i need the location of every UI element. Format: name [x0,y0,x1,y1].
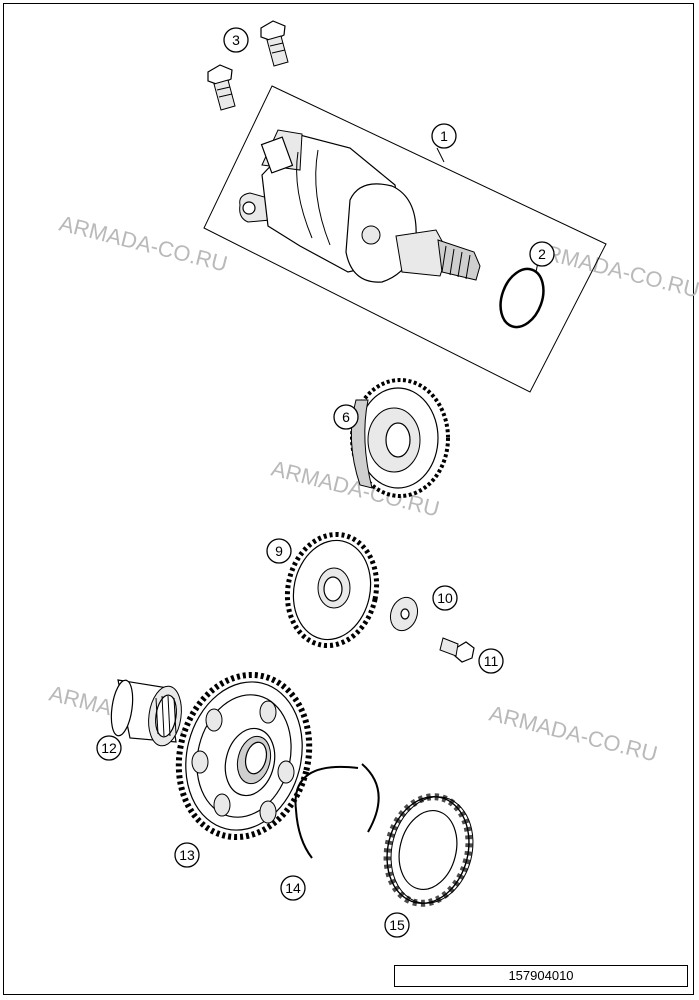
intermediate-gear-part-6 [350,378,450,498]
svg-text:15: 15 [389,917,405,933]
sprag-clutch-part-15 [383,793,474,907]
callout-1: 1 [431,123,457,149]
freewheel-gear-part-13 [175,671,313,841]
callout-14: 14 [280,875,306,901]
leader-line [436,147,445,163]
starter-motor-frame [203,85,607,393]
svg-text:11: 11 [484,653,499,669]
diagram-number: 157904010 [394,965,688,987]
svg-text:2: 2 [538,246,546,262]
snap-ring-part-14 [294,763,380,859]
bolt-part-3b [207,64,236,111]
callout-6: 6 [333,404,359,430]
svg-text:6: 6 [342,409,350,425]
callout-9: 9 [266,538,292,564]
starter-motor-part-1 [239,129,481,283]
callout-15: 15 [384,912,410,938]
callout-3: 3 [223,27,249,53]
watermark: ARMADA-CO.RU [487,701,660,767]
drawing-frame [3,3,694,995]
svg-text:1: 1 [440,128,448,144]
callout-10: 10 [432,585,458,611]
bolt-part-11 [439,637,475,663]
o-ring-part-2 [499,267,545,329]
callout-12: 12 [96,735,122,761]
watermark: ARMADA-CO.RU [57,211,230,277]
svg-text:10: 10 [437,590,453,606]
callout-2: 2 [529,241,555,267]
needle-bearing-part-12 [110,679,182,747]
callout-11: 11 [478,648,504,674]
bolt-part-3a [260,20,289,67]
svg-text:12: 12 [101,740,117,756]
watermark: ARMADA-CO.RU [529,237,699,303]
svg-text:3: 3 [232,32,240,48]
svg-text:13: 13 [179,847,195,863]
gear-part-9 [284,531,380,649]
svg-text:14: 14 [285,880,301,896]
svg-text:9: 9 [275,543,283,559]
washer-part-10 [389,596,419,632]
callout-13: 13 [174,842,200,868]
